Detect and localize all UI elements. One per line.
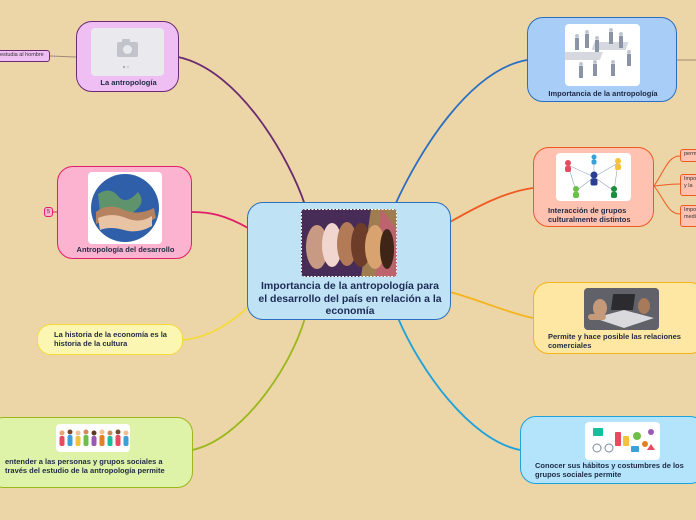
antropologia-desarrollo-label: Antropología del desarrollo [76,245,175,254]
link-sub-1 [653,155,681,187]
hands-globe-image [88,172,162,244]
interaccion-grupos-label: Interacción de grupos culturalmente dist… [548,206,631,224]
link-relaciones [449,291,534,319]
interaccion-sub-3-text: Impo medi [684,207,696,220]
central-title: Importancia de la antropología para el d… [258,280,442,318]
la-antropologia-label: La antropología [100,78,157,87]
link-sub-2 [653,183,681,187]
link-sub-3 [653,185,681,215]
importancia-antropologia-label: Importancia de la antropología [548,89,658,98]
link-antropologia-desarrollo [191,211,249,229]
interaccion-sub-3[interactable]: Impo medi [680,205,696,227]
node-importancia-antropologia[interactable]: Importancia de la antropología [527,17,677,102]
network-people-image [556,153,631,201]
link-historia [181,304,251,341]
link-entender [191,317,306,451]
central-node[interactable]: Importancia de la antropología para el d… [247,202,451,320]
estudia-al-hombre-node[interactable]: estudia al hombre [0,50,50,62]
node-entender-personas[interactable]: entender a las personas y grupos sociale… [0,417,193,488]
link-estudia [49,55,77,58]
link-interaccion [449,187,534,223]
office-people-image [565,24,640,86]
node-habitos-costumbres[interactable]: Conocer sus hábitos y costumbres de los … [520,416,696,484]
entender-personas-label: entender a las personas y grupos sociale… [5,457,165,475]
link-la-antropologia [177,56,306,206]
habitos-costumbres-label: Conocer sus hábitos y costumbres de los … [535,461,684,479]
faces-image [301,209,397,277]
node-relaciones-comerciales[interactable]: Permite y hace posible las relaciones co… [533,282,696,354]
people-crowd-image [56,424,130,452]
laptop-work-image [584,288,659,330]
link-importancia [394,59,528,206]
interaccion-sub-1[interactable]: perm [680,149,696,162]
relaciones-comerciales-label: Permite y hace posible las relaciones co… [548,332,681,350]
interaccion-sub-2[interactable]: Impo y la [680,174,696,196]
node-historia-economia[interactable]: La historia de la economía es la histori… [37,324,183,355]
desarrollo-badge[interactable]: 5 [44,207,53,217]
lifestyle-icons-image [585,422,660,460]
historia-economia-label: La historia de la economía es la histori… [54,330,167,348]
node-la-antropologia[interactable]: La antropología [76,21,179,92]
node-interaccion-grupos[interactable]: Interacción de grupos culturalmente dist… [533,147,654,227]
link-habitos [397,317,521,451]
node-antropologia-desarrollo[interactable]: Antropología del desarrollo [57,166,192,259]
camera-placeholder-icon [91,28,164,76]
interaccion-sub-2-text: Impo y la [684,176,696,189]
